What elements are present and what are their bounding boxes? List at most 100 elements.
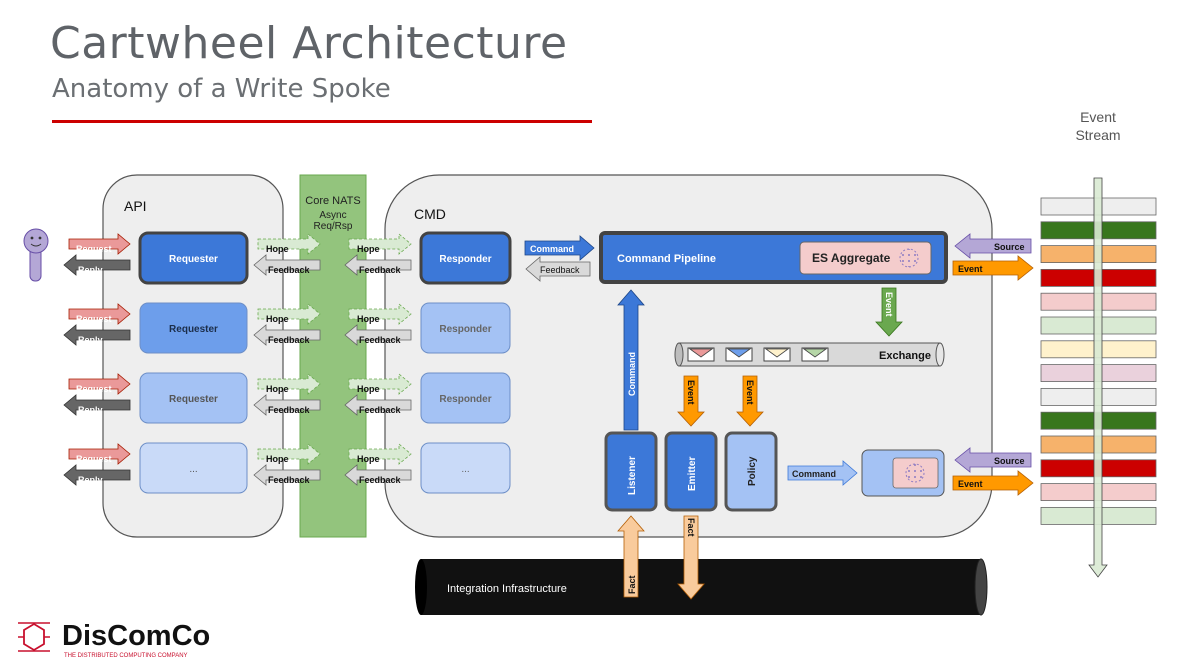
hope-arrow-label: Hope — [266, 454, 289, 464]
responder-box — [420, 372, 511, 424]
reply-arrow — [63, 464, 131, 486]
event-stream-title: Event — [1080, 109, 1116, 125]
event-arrow-bottom-stream-label: Event — [958, 479, 983, 489]
hope-arrow — [257, 443, 321, 465]
responder-box — [419, 231, 512, 285]
event-arrow-down-label: Event — [884, 292, 894, 317]
responder-label: Responder — [439, 254, 491, 265]
feedback-arrow-label: Feedback — [268, 265, 311, 275]
event-arrow-top-stream-label: Event — [958, 264, 983, 274]
source-arrow-top — [954, 233, 1032, 259]
feedback-arrow-label: Feedback — [268, 405, 311, 415]
hope-arrow — [348, 373, 412, 395]
feedback-arrow — [253, 254, 321, 276]
core-nats-label: Core NATS — [305, 195, 360, 207]
command-arrow-top — [524, 235, 595, 261]
feedback-arrow-label: Feedback — [268, 475, 311, 485]
discomco-logo-icon — [18, 622, 50, 652]
fact-arrow-up-label: Fact — [627, 575, 637, 594]
feedback-arrow — [253, 324, 321, 346]
request-row: RequestReplyRequesterHopeFeedbackHopeFee… — [63, 372, 511, 424]
hope-arrow — [257, 303, 321, 325]
source-arrow-top-label: Source — [994, 242, 1025, 252]
request-arrow — [68, 303, 131, 325]
hope-arrow — [348, 443, 412, 465]
event-arrow-down — [875, 287, 903, 337]
responder-box — [420, 302, 511, 354]
request-arrow-label: Request — [76, 384, 112, 394]
page-title: Cartwheel Architecture — [50, 18, 568, 69]
hope-arrow-label: Hope — [357, 244, 380, 254]
integration-infrastructure-label: Integration Infrastructure — [447, 583, 567, 595]
es-aggregate-label: ES Aggregate — [812, 251, 891, 265]
logo-tagline: THE DISTRIBUTED COMPUTING COMPANY — [64, 653, 188, 659]
hope-arrow-label: Hope — [266, 244, 289, 254]
message-envelope-icon — [763, 347, 791, 362]
hope-arrow-label: Hope — [357, 314, 380, 324]
hope-arrow — [348, 303, 412, 325]
request-arrow — [68, 233, 131, 255]
event-arrow-top-stream — [952, 255, 1034, 281]
responder-box — [420, 442, 511, 494]
requester-box — [139, 442, 248, 494]
page-subtitle: Anatomy of a Write Spoke — [52, 74, 391, 104]
reply-arrow — [63, 324, 131, 346]
emitter-label: Emitter — [687, 456, 698, 491]
requester-label: Requester — [169, 394, 218, 405]
request-row: RequestReplyRequesterHopeFeedbackHopeFee… — [63, 231, 512, 285]
command-pipeline-label: Command Pipeline — [617, 253, 716, 265]
feedback-arrow — [344, 324, 412, 346]
source-arrow-bottom-label: Source — [994, 456, 1025, 466]
hope-arrow — [348, 233, 412, 255]
user-icon — [23, 228, 49, 282]
event-arrow-emitter — [677, 375, 705, 427]
listener-label: Listener — [627, 456, 638, 495]
feedback-arrow — [344, 394, 412, 416]
responder-label: Responder — [439, 394, 491, 405]
feedback-arrow — [344, 464, 412, 486]
feedback-arrow-top — [525, 256, 591, 282]
aggregate-state-icon — [899, 248, 919, 268]
policy-aggregate-state-icon — [905, 463, 925, 483]
feedback-arrow-label: Feedback — [359, 335, 402, 345]
reply-arrow — [63, 394, 131, 416]
source-arrow-bottom — [954, 447, 1032, 473]
fact-arrow-up — [617, 515, 645, 598]
event-stream-title-2: Stream — [1075, 127, 1120, 143]
cmd-label: CMD — [414, 206, 446, 222]
es-aggregate — [799, 241, 932, 275]
hope-arrow — [257, 233, 321, 255]
reply-arrow-label: Reply — [78, 475, 103, 485]
listener — [604, 431, 658, 512]
command-arrow-top-label: Command — [530, 244, 574, 254]
request-arrow-label: Request — [76, 314, 112, 324]
command-arrow-policy — [787, 460, 858, 486]
request-row: RequestReplyRequesterHopeFeedbackHopeFee… — [63, 302, 511, 354]
policy — [724, 431, 778, 512]
request-arrow — [68, 373, 131, 395]
feedback-arrow-label: Feedback — [268, 335, 311, 345]
fact-arrow-down — [677, 515, 705, 600]
hope-arrow-label: Hope — [266, 314, 289, 324]
logo-wordmark: DisComCo — [62, 620, 211, 652]
requester-box — [139, 372, 248, 424]
request-row: RequestReply...HopeFeedbackHopeFeedback.… — [63, 442, 511, 494]
responder-label: ... — [461, 464, 469, 475]
event-stream-arrow — [1088, 177, 1108, 578]
event-arrow-policy — [736, 375, 764, 427]
request-arrow-label: Request — [76, 454, 112, 464]
requester-box — [138, 231, 249, 285]
message-envelope-icon — [801, 347, 829, 362]
event-arrow-emitter-label: Event — [686, 380, 696, 405]
requester-label: Requester — [169, 254, 218, 265]
feedback-arrow-label: Feedback — [359, 405, 402, 415]
command-arrow-up-label: Command — [627, 352, 637, 396]
reply-arrow — [63, 254, 131, 276]
feedback-arrow — [344, 254, 412, 276]
reply-arrow-label: Reply — [78, 335, 103, 345]
hope-arrow-label: Hope — [266, 384, 289, 394]
feedback-arrow — [253, 394, 321, 416]
hope-arrow — [257, 373, 321, 395]
title-underline — [52, 120, 592, 123]
reply-arrow-label: Reply — [78, 265, 103, 275]
